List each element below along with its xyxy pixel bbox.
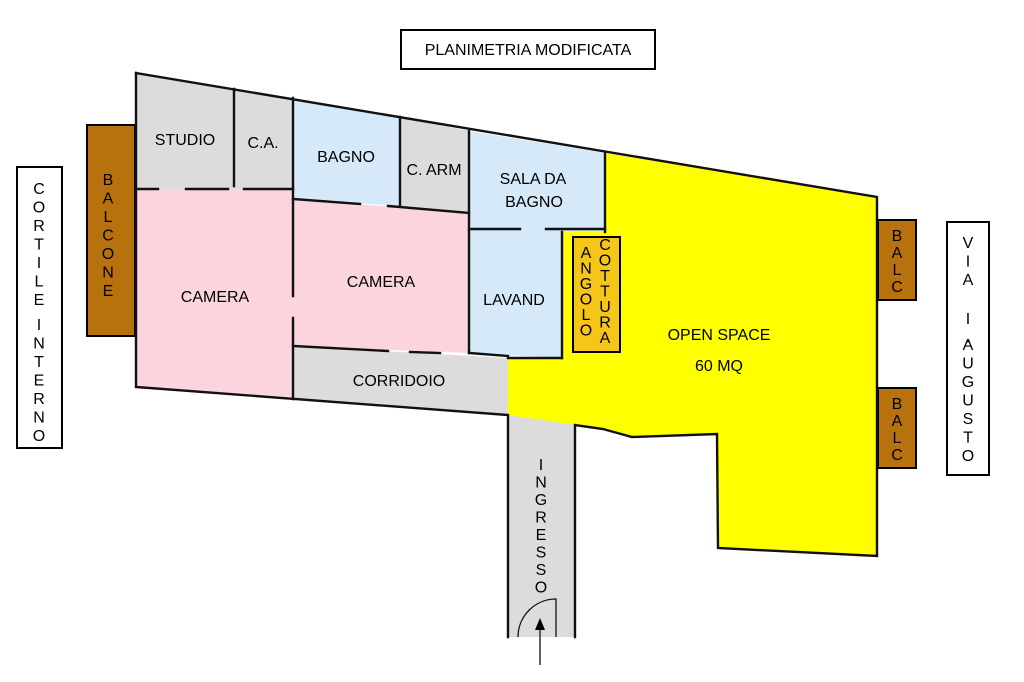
walls bbox=[134, 71, 879, 639]
studio-label: STUDIO bbox=[155, 132, 215, 149]
corridoio-fill bbox=[293, 346, 508, 415]
camera-left-fill bbox=[136, 189, 293, 397]
sala-label-line1: SALA DA bbox=[500, 171, 567, 188]
camera-mid-label: CAMERA bbox=[347, 274, 416, 291]
sala-lavand-fill bbox=[469, 131, 605, 358]
room-labels: STUDIO C.A. BAGNO C. ARM SALA DA BAGNO C… bbox=[155, 132, 771, 597]
bagno-fill bbox=[293, 98, 400, 206]
studio-fill bbox=[136, 73, 293, 189]
title-box: PLANIMETRIA MODIFICATA bbox=[400, 29, 656, 70]
camera-mid-fill bbox=[293, 199, 469, 353]
lavand-label: LAVAND bbox=[483, 292, 545, 309]
sala-label-line2: BAGNO bbox=[505, 194, 563, 211]
c-arm-label: C. ARM bbox=[406, 162, 461, 179]
ingresso-fill bbox=[508, 415, 575, 637]
ca-label: C.A. bbox=[247, 135, 278, 152]
side-label-i: I. bbox=[966, 311, 970, 347]
open-space-area: 60 MQ bbox=[695, 358, 743, 375]
entrance-door bbox=[517, 598, 557, 665]
bagno-label: BAGNO bbox=[317, 149, 375, 166]
page-title: PLANIMETRIA MODIFICATA bbox=[425, 42, 632, 59]
c-arm-fill bbox=[400, 117, 469, 213]
open-space-label: OPEN SPACE bbox=[668, 327, 771, 344]
corridoio-label: CORRIDOIO bbox=[353, 373, 445, 390]
camera-left-label: CAMERA bbox=[181, 289, 250, 306]
